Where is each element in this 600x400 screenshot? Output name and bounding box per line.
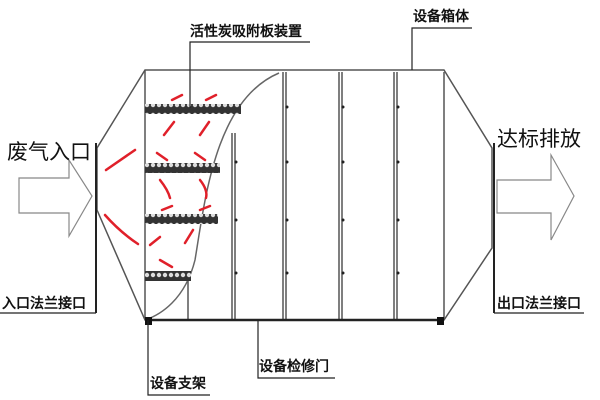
carbon-plates-label: 活性炭吸附板装置 bbox=[190, 24, 302, 40]
panels bbox=[187, 72, 445, 320]
support-label: 设备支架 bbox=[150, 376, 206, 392]
leader-lines bbox=[0, 27, 584, 396]
carbon-plates bbox=[145, 104, 241, 281]
airflow-arrows bbox=[103, 93, 218, 269]
service-door-label: 设备检修门 bbox=[259, 359, 329, 375]
support-foot-right bbox=[437, 317, 444, 325]
inlet-arrow-icon bbox=[18, 157, 93, 239]
inlet-flange-label: 入口法兰接口 bbox=[2, 296, 86, 312]
outlet-arrow-icon bbox=[496, 152, 575, 241]
outlet-flange-label: 出口法兰接口 bbox=[497, 296, 581, 312]
inlet-label: 废气入口 bbox=[7, 140, 91, 164]
door-hinge-dots bbox=[234, 105, 400, 275]
outlet-label: 达标排放 bbox=[497, 127, 581, 151]
housing-label: 设备箱体 bbox=[413, 9, 469, 25]
